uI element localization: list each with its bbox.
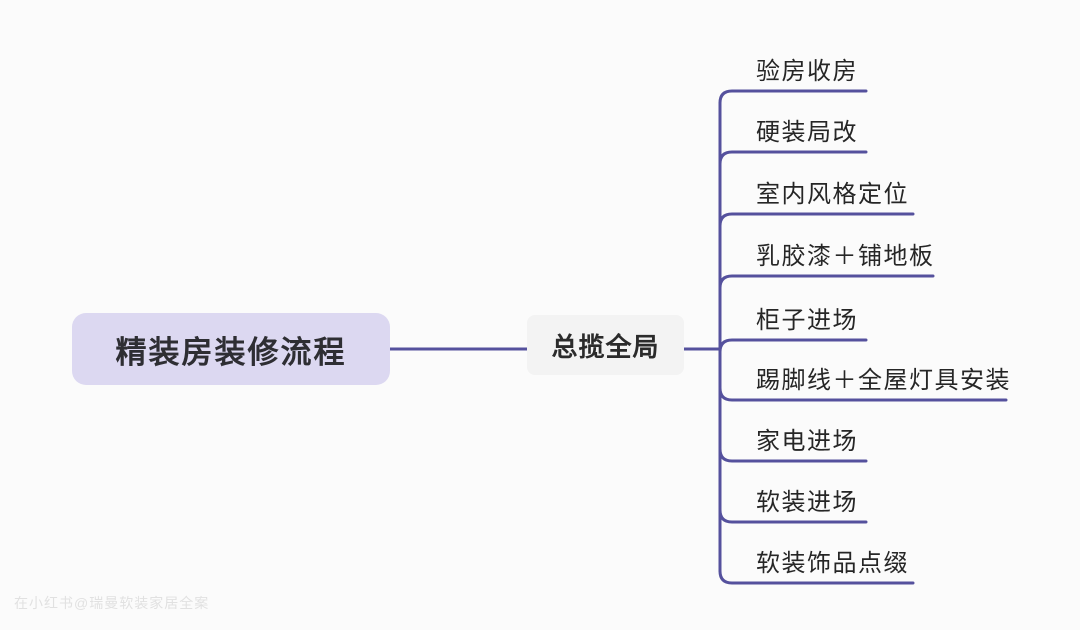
branch-node-5[interactable]: 柜子进场 <box>756 306 858 334</box>
branch-node-9[interactable]: 软装饰品点缀 <box>756 549 909 577</box>
branch-underline-4 <box>718 274 935 290</box>
watermark: 在小红书@瑞曼软装家居全案 <box>14 595 210 611</box>
branch-underline-3 <box>718 212 915 228</box>
hub-node-label: 总揽全局 <box>551 331 660 362</box>
root-node[interactable]: 精装房装修流程 <box>72 313 390 385</box>
root-node-label: 精装房装修流程 <box>115 334 347 370</box>
branch-underline-2 <box>718 150 868 166</box>
branch-node-6[interactable]: 踢脚线＋全屋灯具安装 <box>756 366 1011 394</box>
branch-node-4[interactable]: 乳胶漆＋铺地板 <box>756 242 935 270</box>
branch-node-1[interactable]: 验房收房 <box>756 57 858 85</box>
branch-node-8[interactable]: 软装进场 <box>756 488 858 516</box>
branch-underline-1 <box>718 89 868 105</box>
branch-underline-5 <box>718 338 868 354</box>
hub-node[interactable]: 总揽全局 <box>527 315 684 375</box>
branch-node-7[interactable]: 家电进场 <box>756 427 858 455</box>
branch-node-2[interactable]: 硬装局改 <box>756 118 858 146</box>
branch-node-3[interactable]: 室内风格定位 <box>756 180 909 208</box>
